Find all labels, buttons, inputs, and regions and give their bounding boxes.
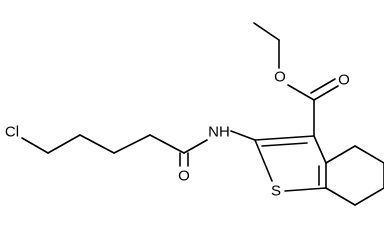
bond-c5-n bbox=[183, 139, 208, 154]
amide-oxygen-label: O bbox=[178, 168, 190, 185]
bond-c4-c5 bbox=[149, 134, 185, 154]
bond-n-c2-thiophene bbox=[230, 130, 256, 141]
bond-s-c7a bbox=[284, 187, 327, 192]
ester-carbonyl-oxygen-label: O bbox=[338, 72, 350, 89]
bond-ester-co-2 bbox=[310, 78, 336, 94]
bond-c3-c4 bbox=[113, 134, 151, 154]
bond-ester-c-o bbox=[287, 84, 315, 101]
bond-c7-c7a bbox=[325, 187, 356, 206]
bond-ethyl-ch2-ch3 bbox=[253, 22, 280, 41]
bond-c1-c2 bbox=[47, 134, 81, 154]
bond-ester-co-1 bbox=[313, 85, 339, 101]
bond-c3a-c4 bbox=[325, 145, 356, 164]
ester-ether-oxygen-label: O bbox=[274, 69, 286, 86]
bond-c2-s bbox=[254, 139, 273, 182]
sulfur-label: S bbox=[271, 183, 281, 200]
bond-c2-c3-thiophene-b bbox=[261, 142, 308, 147]
bond-c6-c7 bbox=[354, 187, 384, 206]
bond-c2-c3-thiophene-a bbox=[254, 135, 315, 141]
chlorine-label: Cl bbox=[5, 124, 19, 141]
bond-c3-c3a bbox=[313, 135, 327, 164]
amide-nh-label: NH bbox=[208, 124, 230, 141]
bond-cl-c1 bbox=[21, 137, 49, 154]
bond-c2-c3 bbox=[79, 134, 115, 154]
bond-c4-c5 bbox=[354, 145, 384, 164]
